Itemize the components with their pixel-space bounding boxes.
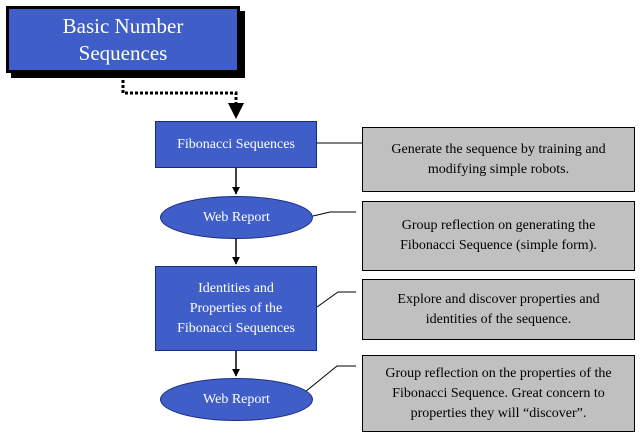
note-group-reflection-generating: Group reflection on generating the Fibon… bbox=[362, 201, 635, 271]
note-line-1: Group reflection on the properties of th… bbox=[385, 365, 612, 381]
note-explore-properties: Explore and discover properties and iden… bbox=[362, 279, 635, 340]
callout-line-4 bbox=[304, 365, 356, 393]
web-report-label: Web Report bbox=[203, 209, 270, 225]
note-line-2: Fibonacci Sequence. Great concern to bbox=[392, 385, 605, 401]
web-report-label: Web Report bbox=[203, 391, 270, 407]
note-line-2: identities of the sequence. bbox=[425, 311, 572, 327]
title-line-2: Sequences bbox=[78, 40, 168, 65]
note-line-3: properties they will “discover”. bbox=[410, 405, 587, 421]
arrow-into-fibonacci-sequences bbox=[228, 103, 244, 119]
step-label-line-1: Identities and bbox=[198, 280, 274, 296]
step-fibonacci-sequences: Fibonacci Sequences bbox=[155, 121, 317, 168]
note-line-2: modifying simple robots. bbox=[427, 161, 570, 177]
note-line-2: Fibonacci Sequence (simple form). bbox=[400, 238, 597, 253]
callout-line-2 bbox=[312, 211, 356, 217]
title-line-1: Basic Number bbox=[62, 13, 184, 38]
web-report-ellipse-2: Web Report bbox=[160, 378, 313, 421]
note-line-1: Explore and discover properties and bbox=[397, 291, 600, 307]
dotted-connector bbox=[121, 75, 238, 103]
step-label-line-2: Properties of the bbox=[189, 300, 283, 316]
step-label-line-3: Fibonacci Sequences bbox=[177, 320, 295, 336]
step-identities-properties: Identities and Properties of the Fibonac… bbox=[155, 266, 317, 351]
note-line-1: Generate the sequence by training and bbox=[391, 141, 606, 157]
note-group-reflection-properties: Group reflection on the properties of th… bbox=[362, 355, 635, 432]
note-generate-sequence: Generate the sequence by training and mo… bbox=[362, 127, 635, 192]
step-label: Fibonacci Sequences bbox=[177, 136, 295, 152]
web-report-ellipse-1: Web Report bbox=[160, 196, 313, 239]
callout-line-3 bbox=[316, 291, 356, 308]
note-line-1: Group reflection on generating the bbox=[401, 218, 596, 233]
title-box: Basic Number Sequences bbox=[6, 6, 240, 73]
